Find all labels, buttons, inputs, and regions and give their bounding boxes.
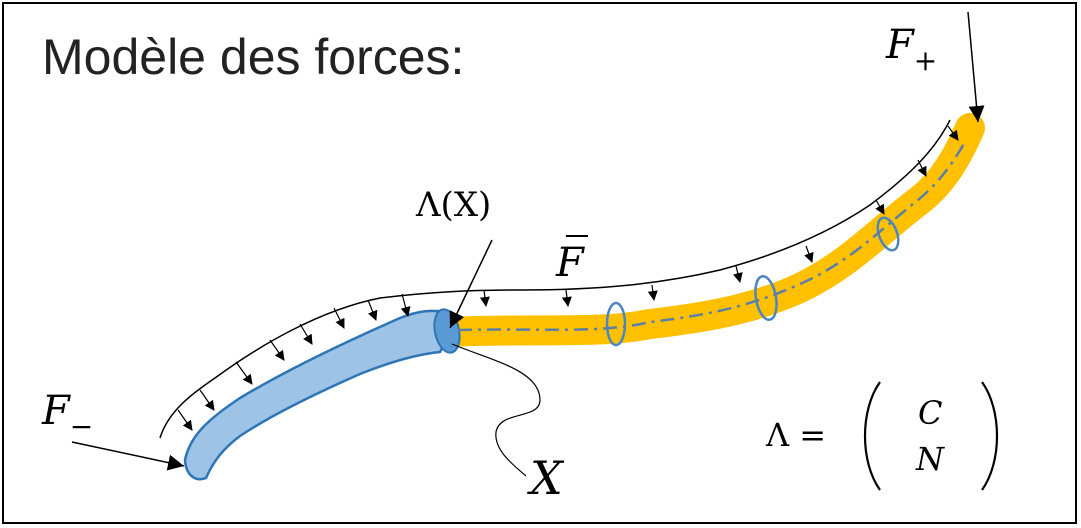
lambda-of-x-label: Λ(X) (415, 185, 491, 225)
x-leader-line (451, 343, 541, 477)
matrix-entry-n: N (915, 440, 945, 478)
x-label: X (527, 451, 565, 505)
distributed-force-envelope (159, 119, 951, 439)
f-minus-arrow (71, 441, 185, 471)
f-bar-label: F (555, 240, 585, 286)
f-minus-label: F− (41, 388, 93, 443)
cross-section-3 (876, 216, 900, 252)
lambda-leader-line (449, 239, 493, 329)
f-plus-arrow (967, 11, 985, 123)
rod-blue-segment (183, 309, 454, 481)
rod-centerline (457, 139, 968, 332)
f-plus-label: F+ (885, 22, 937, 77)
cross-section-1 (605, 301, 627, 347)
diagram-title: Modèle des forces: (42, 29, 465, 85)
lambda-equation-label: Λ = (765, 416, 826, 454)
matrix-right-paren (981, 381, 998, 491)
distributed-force-arrows (177, 125, 959, 431)
matrix-left-paren (864, 381, 881, 491)
rod-yellow-segment (431, 113, 985, 347)
matrix-entry-c: C (918, 394, 942, 432)
